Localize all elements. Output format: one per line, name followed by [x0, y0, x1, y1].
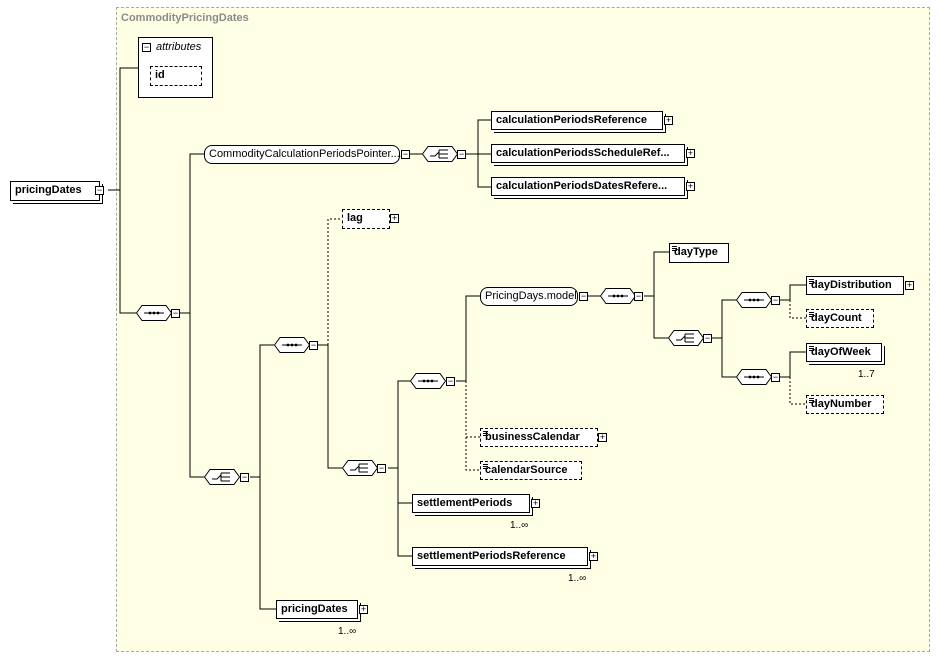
minus-icon[interactable]: −: [579, 291, 588, 301]
choice-compositor-icon[interactable]: [668, 330, 704, 346]
text-content-icon: [483, 431, 488, 439]
minus-icon[interactable]: −: [771, 295, 780, 305]
day-of-week-occurrence: 1..7: [858, 369, 875, 380]
minus-icon[interactable]: −: [634, 291, 643, 301]
plus-icon[interactable]: +: [359, 604, 368, 614]
plus-icon[interactable]: +: [664, 115, 673, 125]
sequence-compositor-icon[interactable]: [136, 305, 172, 321]
sequence-compositor-icon[interactable]: [736, 369, 772, 385]
pricing-days-label: PricingDays.model: [485, 290, 577, 302]
root-label: pricingDates: [15, 184, 82, 196]
choice-compositor-icon[interactable]: [342, 460, 378, 476]
settlement-periods-ref-occurrence: 1..∞: [568, 573, 587, 584]
plus-icon[interactable]: +: [686, 148, 695, 158]
pricing-dates-child-label: pricingDates: [281, 603, 348, 615]
settlement-periods-reference-element[interactable]: settlementPeriodsReference: [412, 547, 588, 566]
choice-compositor-icon[interactable]: [422, 146, 458, 162]
pricing-days-model-group[interactable]: PricingDays.model: [480, 287, 578, 306]
minus-icon[interactable]: −: [377, 463, 386, 473]
pricing-dates-child-element[interactable]: pricingDates: [276, 600, 358, 619]
lag-label: lag: [347, 212, 363, 224]
plus-icon[interactable]: +: [905, 280, 914, 290]
pricing-dates-child-occurrence: 1..∞: [338, 626, 357, 637]
calculation-periods-dates-reference[interactable]: calculationPeriodsDatesRefere...: [491, 177, 685, 196]
calculation-periods-schedule-reference[interactable]: calculationPeriodsScheduleRef...: [491, 144, 685, 163]
day-type-element[interactable]: dayType: [669, 243, 729, 263]
day-of-week-label: dayOfWeek: [811, 346, 871, 358]
settlement-periods-element[interactable]: settlementPeriods: [412, 494, 530, 513]
attribute-id-label: id: [155, 69, 165, 81]
minus-icon[interactable]: −: [457, 149, 466, 159]
text-content-icon: [809, 312, 814, 320]
day-distribution-element[interactable]: dayDistribution: [806, 276, 904, 295]
day-count-label: dayCount: [811, 312, 862, 324]
sequence-compositor-icon[interactable]: [736, 292, 772, 308]
minus-icon[interactable]: −: [771, 372, 780, 382]
text-content-icon: [809, 346, 814, 354]
settlement-periods-ref-label: settlementPeriodsReference: [417, 550, 566, 562]
calc-ref-label: calculationPeriodsReference: [496, 114, 648, 126]
sequence-compositor-icon[interactable]: [410, 373, 446, 389]
minus-icon[interactable]: −: [142, 42, 151, 52]
minus-icon[interactable]: −: [703, 333, 712, 343]
calc-periods-pointer-group[interactable]: CommodityCalculationPeriodsPointer....: [204, 145, 403, 164]
text-content-icon: [809, 398, 814, 406]
plus-icon[interactable]: +: [686, 181, 695, 191]
calc-sched-label: calculationPeriodsScheduleRef...: [496, 147, 670, 159]
sequence-compositor-icon[interactable]: [274, 337, 310, 353]
plus-icon[interactable]: +: [598, 432, 607, 442]
settlement-periods-label: settlementPeriods: [417, 497, 513, 509]
minus-icon[interactable]: −: [401, 149, 410, 159]
calc-dates-label: calculationPeriodsDatesRefere...: [496, 180, 668, 192]
lag-element[interactable]: lag: [342, 209, 390, 229]
text-content-icon: [672, 246, 677, 254]
choice-compositor-icon[interactable]: [204, 469, 240, 485]
text-content-icon: [809, 279, 814, 287]
day-of-week-element[interactable]: dayOfWeek: [806, 343, 882, 362]
day-distribution-label: dayDistribution: [811, 279, 892, 291]
minus-icon[interactable]: −: [171, 308, 180, 318]
settlement-periods-occurrence: 1..∞: [510, 520, 529, 531]
attribute-id[interactable]: id: [150, 66, 202, 86]
minus-icon[interactable]: −: [446, 376, 455, 386]
business-calendar-label: businessCalendar: [485, 431, 580, 443]
root-pricing-dates[interactable]: pricingDates: [10, 181, 100, 201]
day-number-label: dayNumber: [811, 398, 872, 410]
calculation-periods-reference[interactable]: calculationPeriodsReference: [491, 111, 663, 130]
group-title: CommodityPricingDates: [121, 12, 249, 24]
calendar-source-element[interactable]: calendarSource: [480, 461, 582, 480]
minus-icon[interactable]: −: [95, 185, 104, 195]
day-count-element[interactable]: dayCount: [806, 309, 874, 328]
text-content-icon: [483, 464, 488, 472]
attributes-label: attributes: [156, 41, 202, 53]
calendar-source-label: calendarSource: [485, 464, 568, 476]
sequence-compositor-icon[interactable]: [600, 288, 636, 304]
plus-icon[interactable]: +: [589, 551, 598, 561]
calc-pointer-label: CommodityCalculationPeriodsPointer....: [209, 148, 403, 160]
minus-icon[interactable]: −: [240, 472, 249, 482]
day-type-label: dayType: [674, 246, 718, 258]
plus-icon[interactable]: +: [531, 498, 540, 508]
plus-icon[interactable]: +: [390, 213, 399, 223]
day-number-element[interactable]: dayNumber: [806, 395, 884, 414]
minus-icon[interactable]: −: [309, 340, 318, 350]
business-calendar-element[interactable]: businessCalendar: [480, 428, 598, 447]
